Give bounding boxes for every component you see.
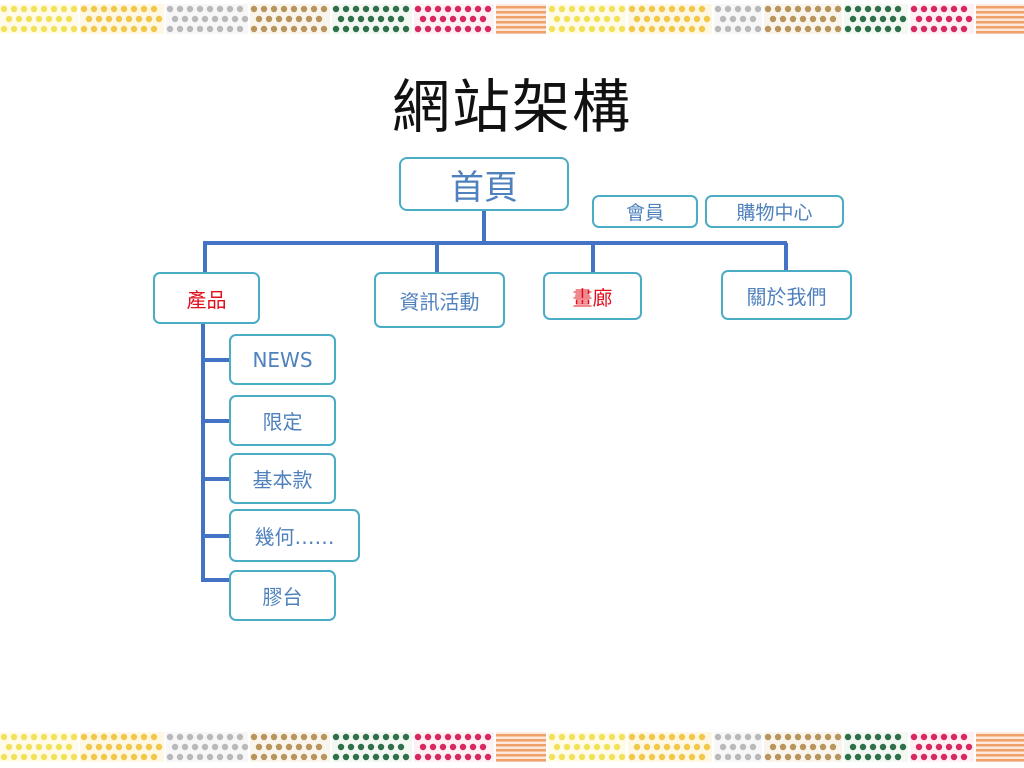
node-sub-basic[interactable]: 基本款 <box>229 453 336 504</box>
node-info[interactable]: 資訊活動 <box>374 272 505 328</box>
slide-title: 網站架構 <box>391 73 632 141</box>
node-shopping[interactable]: 購物中心 <box>705 195 844 228</box>
node-sub-geometric[interactable]: 幾何…… <box>229 509 360 562</box>
node-home[interactable]: 首頁 <box>399 157 569 211</box>
node-products[interactable]: 產品 <box>153 272 260 324</box>
node-sub-tape[interactable]: 膠台 <box>229 570 336 621</box>
node-member[interactable]: 會員 <box>592 195 698 228</box>
node-sub-limited[interactable]: 限定 <box>229 395 336 446</box>
polka-dot-border-bottom <box>0 732 1024 762</box>
node-gallery[interactable]: 畫廊 <box>543 272 642 320</box>
polka-dot-border-top <box>0 4 1024 34</box>
node-about[interactable]: 關於我們 <box>721 270 852 320</box>
node-sub-news[interactable]: NEWS <box>229 334 336 385</box>
